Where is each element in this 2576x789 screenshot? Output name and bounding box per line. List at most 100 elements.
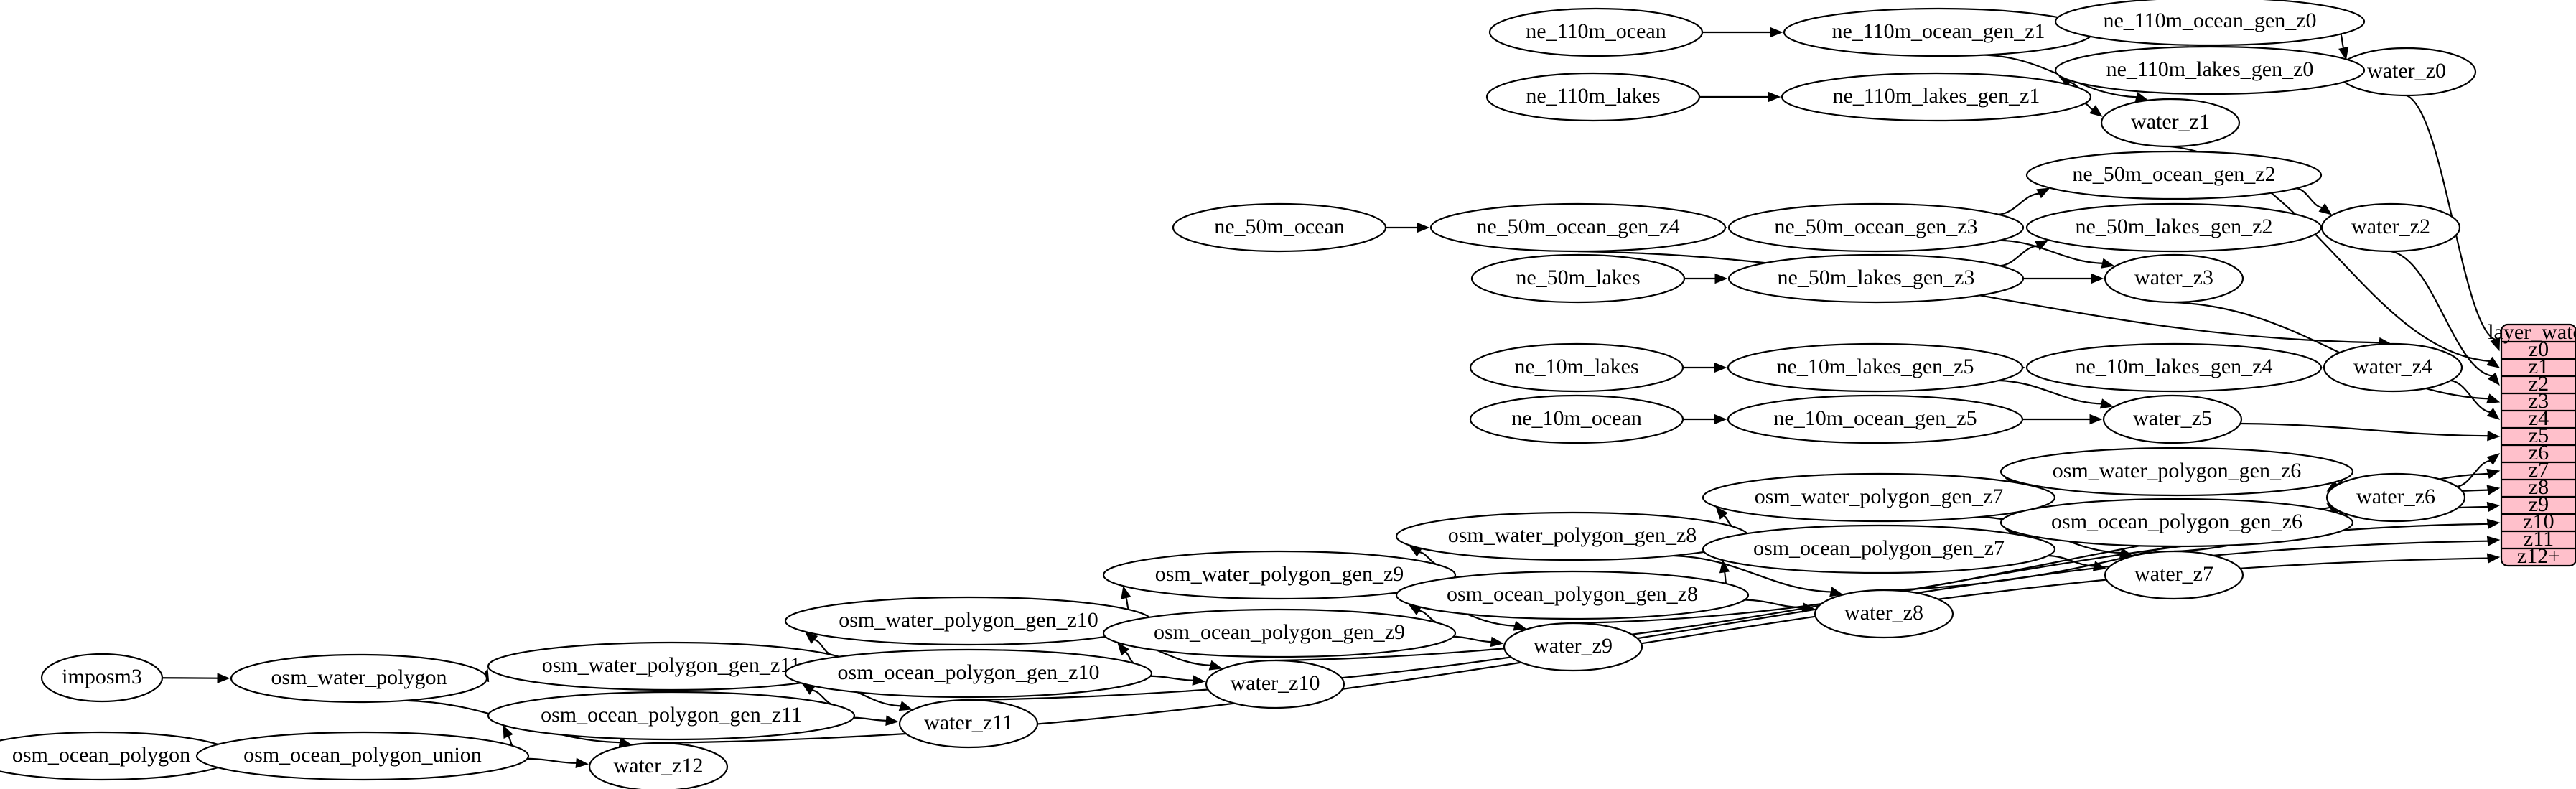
- edge-arrowhead: [1714, 414, 1727, 425]
- node-label: ne_110m_ocean_gen_z0: [2103, 9, 2316, 32]
- node-water_z9[interactable]: water_z9: [1503, 622, 1643, 672]
- node-shape: [2025, 342, 2323, 393]
- node-shape: [487, 691, 856, 741]
- node-imposm3[interactable]: imposm3: [40, 653, 164, 703]
- node-water_z12[interactable]: water_z12: [588, 742, 729, 789]
- node-label: osm_water_polygon_gen_z10: [839, 608, 1098, 632]
- node-shape: [1781, 72, 2092, 122]
- node-water_z0[interactable]: water_z0: [2336, 47, 2477, 97]
- node-shape: [1172, 202, 1387, 253]
- edge-arrowhead: [2486, 518, 2501, 530]
- node-label: ne_110m_ocean_gen_z1: [1831, 19, 2045, 43]
- node-osm_ocean_polygon[interactable]: osm_ocean_polygon: [0, 731, 236, 781]
- edge-ne_50m_lakes_gen_z3-to-ne_50m_lakes_gen_z2: [1999, 240, 2049, 267]
- node-ne_110m_lakes_gen_z1[interactable]: ne_110m_lakes_gen_z1: [1781, 72, 2092, 122]
- edge-path: [527, 757, 577, 764]
- node-ne_10m_lakes_gen_z5[interactable]: ne_10m_lakes_gen_z5: [1727, 342, 2024, 393]
- edge-arrowhead: [1829, 587, 1844, 597]
- node-osm_water_polygon_gen_z6[interactable]: osm_water_polygon_gen_z6: [1999, 447, 2354, 497]
- node-ne_50m_ocean_gen_z2[interactable]: ne_50m_ocean_gen_z2: [2025, 150, 2323, 200]
- node-water_z11[interactable]: water_z11: [898, 699, 1039, 749]
- layer-water-record[interactable]: layer_waterz0z1z2z3z4z5z6z7z8z9z10z11z12…: [2488, 320, 2576, 568]
- node-shape: [2054, 0, 2366, 47]
- node-label: water_z4: [2353, 355, 2432, 378]
- node-shape: [1470, 253, 1686, 304]
- node-label: ne_50m_ocean_gen_z4: [1476, 215, 1679, 238]
- edge-path: [2456, 459, 2491, 487]
- node-ne_110m_ocean_gen_z1[interactable]: ne_110m_ocean_gen_z1: [1783, 7, 2094, 57]
- record-row-label: z1: [2529, 355, 2549, 378]
- edge-arrowhead: [2036, 187, 2050, 199]
- edge-arrowhead: [2101, 258, 2115, 269]
- node-ne_110m_ocean[interactable]: ne_110m_ocean: [1488, 7, 1704, 57]
- node-label: water_z6: [2356, 485, 2435, 508]
- node-shape: [1488, 7, 1704, 57]
- node-label: imposm3: [62, 665, 142, 688]
- node-label: ne_110m_lakes_gen_z1: [1833, 84, 2040, 108]
- record-row-label: z10: [2523, 510, 2554, 533]
- edge-ne_50m_lakes-to-ne_50m_lakes_gen_z3: [1684, 273, 1728, 284]
- edge-arrowhead: [1513, 620, 1527, 631]
- node-osm_ocean_polygon_gen_z6[interactable]: osm_ocean_polygon_gen_z6: [1999, 498, 2354, 548]
- edge-water_z2-to-layer_water_z2: [2390, 250, 2500, 386]
- edge-path: [2340, 33, 2345, 49]
- node-ne_110m_lakes[interactable]: ne_110m_lakes: [1485, 72, 1701, 122]
- node-water_z6[interactable]: water_z6: [2325, 472, 2466, 523]
- node-water_z2[interactable]: water_z2: [2320, 202, 2461, 253]
- node-water_z5[interactable]: water_z5: [2102, 394, 2243, 444]
- node-osm_ocean_polygon_gen_z8[interactable]: osm_ocean_polygon_gen_z8: [1395, 570, 1750, 620]
- node-ne_50m_ocean[interactable]: ne_50m_ocean: [1172, 202, 1387, 253]
- node-osm_ocean_polygon_gen_z9[interactable]: osm_ocean_polygon_gen_z9: [1102, 608, 1457, 658]
- node-shape: [1702, 472, 2056, 523]
- node-water_z7[interactable]: water_z7: [2104, 550, 2244, 600]
- edge-arrowhead: [1121, 585, 1131, 599]
- node-shape: [1999, 447, 2354, 497]
- node-osm_ocean_polygon_gen_z7[interactable]: osm_ocean_polygon_gen_z7: [1702, 524, 2056, 574]
- edge-ne_10m_ocean_gen_z5-to-water_z5: [2022, 414, 2103, 425]
- node-water_z4[interactable]: water_z4: [2323, 342, 2463, 393]
- edge-ne_10m_lakes_gen_z5-to-water_z5: [1998, 379, 2114, 409]
- node-osm_water_polygon_gen_z10[interactable]: osm_water_polygon_gen_z10: [784, 596, 1153, 646]
- node-ne_110m_lakes_gen_z0[interactable]: ne_110m_lakes_gen_z0: [2054, 45, 2366, 95]
- node-water_z10[interactable]: water_z10: [1205, 659, 1345, 709]
- node-ne_50m_ocean_gen_z4[interactable]: ne_50m_ocean_gen_z4: [1429, 202, 1727, 253]
- node-label: ne_110m_ocean: [1526, 19, 1666, 43]
- node-ne_50m_ocean_gen_z3[interactable]: ne_50m_ocean_gen_z3: [1727, 202, 2025, 253]
- edge-path: [2296, 187, 2323, 209]
- node-osm_water_polygon_gen_z9[interactable]: osm_water_polygon_gen_z9: [1102, 550, 1457, 600]
- node-label: osm_ocean_polygon_gen_z7: [1753, 536, 2005, 560]
- record-row-label: z11: [2524, 527, 2554, 551]
- node-shape: [1469, 342, 1684, 393]
- node-osm_water_polygon[interactable]: osm_water_polygon: [230, 653, 488, 704]
- node-shape: [2104, 253, 2244, 304]
- node-water_z3[interactable]: water_z3: [2104, 253, 2244, 304]
- edge-arrowhead: [2091, 273, 2104, 284]
- node-osm_ocean_polygon_union[interactable]: osm_ocean_polygon_union: [195, 731, 530, 781]
- node-ne_10m_ocean[interactable]: ne_10m_ocean: [1469, 394, 1684, 444]
- node-osm_ocean_polygon_gen_z10[interactable]: osm_ocean_polygon_gen_z10: [784, 648, 1153, 699]
- node-shape: [40, 653, 164, 703]
- edge-arrowhead: [1490, 636, 1504, 648]
- node-water_z1[interactable]: water_z1: [2100, 98, 2241, 148]
- node-ne_10m_lakes[interactable]: ne_10m_lakes: [1469, 342, 1684, 393]
- node-water_z8[interactable]: water_z8: [1814, 589, 1954, 639]
- node-ne_110m_ocean_gen_z0[interactable]: ne_110m_ocean_gen_z0: [2054, 0, 2366, 47]
- node-osm_water_polygon_gen_z7[interactable]: osm_water_polygon_gen_z7: [1702, 472, 2056, 523]
- node-osm_ocean_polygon_gen_z11[interactable]: osm_ocean_polygon_gen_z11: [487, 691, 856, 741]
- node-shape: [2025, 202, 2323, 253]
- edge-path: [1723, 571, 1727, 584]
- node-ne_10m_lakes_gen_z4[interactable]: ne_10m_lakes_gen_z4: [2025, 342, 2323, 393]
- node-ne_50m_lakes[interactable]: ne_50m_lakes: [1470, 253, 1686, 304]
- node-osm_water_polygon_gen_z11[interactable]: osm_water_polygon_gen_z11: [487, 641, 856, 691]
- node-shape: [1999, 498, 2354, 548]
- record-row-label: z12+: [2517, 544, 2560, 568]
- node-shape: [1429, 202, 1727, 253]
- node-ne_50m_lakes_gen_z3[interactable]: ne_50m_lakes_gen_z3: [1727, 253, 2025, 304]
- node-label: osm_ocean_polygon_gen_z9: [1154, 620, 1405, 644]
- edge-water_z6-to-layer_water_z6: [2456, 453, 2501, 487]
- node-ne_50m_lakes_gen_z2[interactable]: ne_50m_lakes_gen_z2: [2025, 202, 2323, 253]
- edge-arrowhead: [2486, 393, 2501, 404]
- node-osm_water_polygon_gen_z8[interactable]: osm_water_polygon_gen_z8: [1395, 511, 1750, 561]
- node-ne_10m_ocean_gen_z5[interactable]: ne_10m_ocean_gen_z5: [1727, 394, 2024, 444]
